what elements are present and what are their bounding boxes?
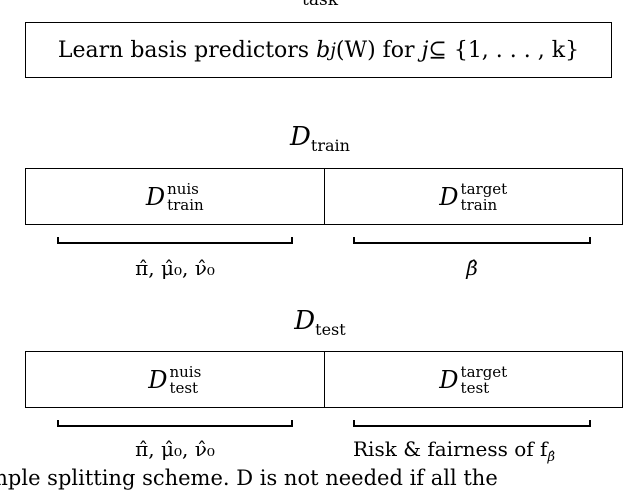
train-heading-sub: train (310, 136, 350, 155)
train-heading-symbol: D (290, 122, 311, 152)
test-target-symbol: D (439, 365, 459, 394)
train-target-symbol: D (439, 182, 459, 211)
train-nuis-estimates: π̂, μ̂₀, ν̂₀ (135, 256, 215, 280)
basis-var: j (421, 37, 429, 63)
train-target-sup: target (460, 179, 508, 198)
basis-func-arg: (W) (335, 37, 376, 63)
test-nuis-estimates: π̂, μ̂₀, ν̂₀ (135, 437, 215, 461)
test-heading: Dtest (0, 306, 640, 339)
test-target-sup: target (460, 362, 508, 381)
test-target-bracket (353, 420, 591, 427)
basis-set: ⊆ {1, . . . , k} (428, 37, 580, 63)
clipped-top-text: task (302, 0, 338, 10)
basis-func-sub: j (330, 39, 336, 61)
test-heading-sub: test (315, 320, 346, 339)
basis-text: Learn basis predictors (57, 37, 310, 63)
train-heading: Dtrain (0, 122, 640, 155)
train-target-sub: train (460, 195, 498, 214)
test-target-sub: test (460, 378, 490, 397)
train-nuis-sup: nuis (167, 179, 199, 198)
test-heading-symbol: D (294, 306, 316, 336)
test-nuis-sub: test (169, 378, 199, 397)
test-target-label: Risk & fairness of fβ̂ (353, 437, 555, 465)
test-nuis-bracket (57, 420, 293, 427)
basis-for: for (382, 37, 415, 63)
clipped-caption-fragment: mple splitting scheme. D is not needed i… (0, 466, 498, 490)
train-nuis-bracket (57, 237, 293, 244)
train-nuis-symbol: D (145, 182, 166, 211)
train-nuis-sub: train (167, 195, 204, 214)
basis-func: b (316, 37, 331, 63)
train-target-estimate: β̂ (466, 256, 478, 280)
test-nuis-symbol: D (148, 365, 168, 394)
train-target-bracket (353, 237, 591, 244)
test-nuis-sup: nuis (169, 362, 202, 381)
